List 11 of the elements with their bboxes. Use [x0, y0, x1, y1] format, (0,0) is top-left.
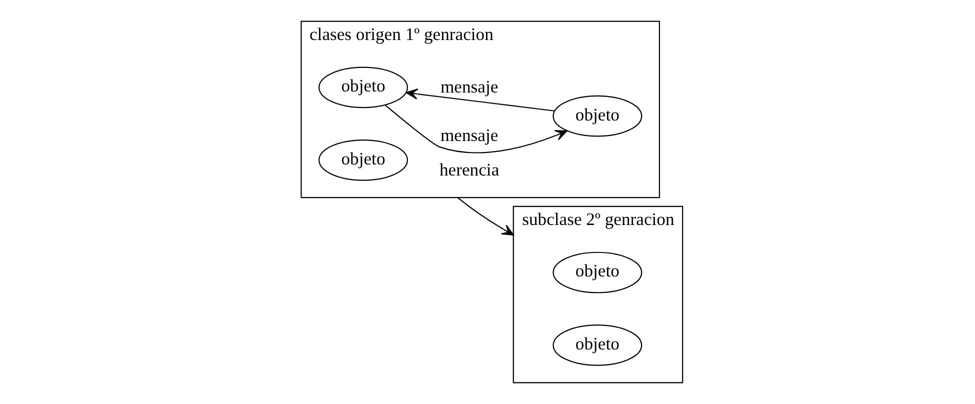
node-ellipse: objeto	[552, 252, 642, 294]
arrow	[406, 88, 554, 112]
arrow	[457, 197, 514, 236]
node-ellipse: objeto	[318, 66, 408, 108]
arrow	[385, 104, 568, 154]
edge-label: herencia	[440, 159, 500, 180]
edge-label: mensaje	[440, 125, 498, 146]
node-ellipse: objeto	[552, 95, 642, 137]
node-ellipse: objeto	[318, 139, 408, 181]
edge-label: mensaje	[440, 76, 498, 97]
node-ellipse: objeto	[552, 324, 642, 366]
